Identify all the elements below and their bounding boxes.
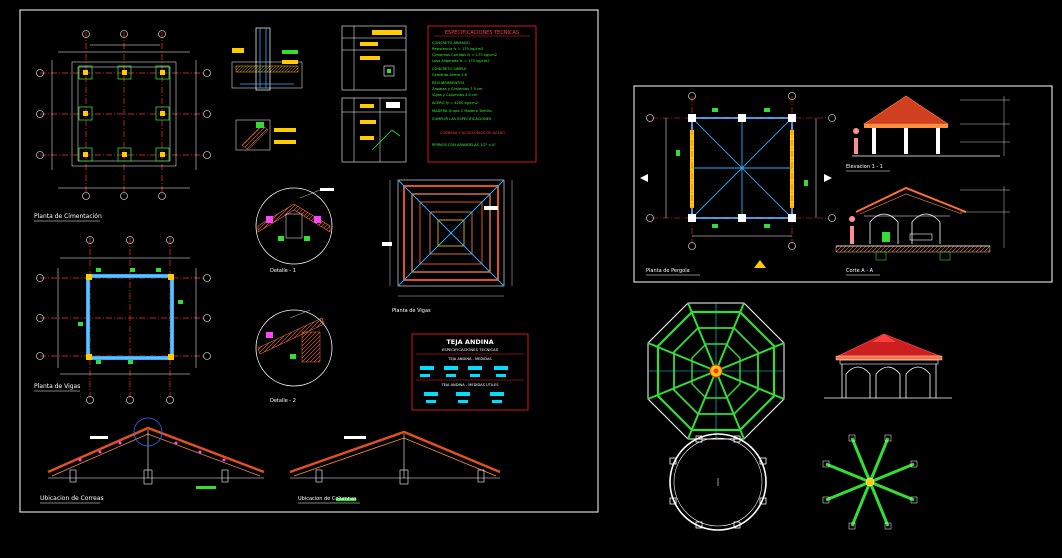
spec-line-2: Cimientos Corridos fc = 175 kg/cm2 xyxy=(432,53,497,57)
foundation-plan: Planta de Cimentación xyxy=(34,30,211,222)
beam-plan: Planta de Vigas xyxy=(34,236,211,404)
specs-box: ESPECIFICACIONES TECNICAS CONCRETO ARMAD… xyxy=(427,25,537,163)
spec-line-10: MADERA Grupo C Madera Tornillo xyxy=(432,109,492,113)
detail-1: Detalle - 1 xyxy=(255,187,334,274)
roof-elevation-right: Ubicacion de Columnas xyxy=(289,430,501,504)
circular-column-plan xyxy=(669,433,767,531)
spec-line-0: CONCRETO ARMADO xyxy=(432,41,470,45)
spec-line-12: CORREAS Y ACCESORIOS DE ACERO xyxy=(440,131,505,135)
kiosk-elevation xyxy=(824,333,952,399)
label-detalle-2: Detalle - 2 xyxy=(270,398,296,404)
pergola-plan: Planta de Pergola xyxy=(640,92,836,276)
radial-beam-plan xyxy=(822,434,918,530)
elevation-1-1: Elevacion 1 - 1 xyxy=(846,95,1010,172)
rebar-table-bottom xyxy=(341,97,407,163)
label-ubicacion-columnas: Ubicacion de Columnas xyxy=(298,496,357,502)
spec-line-4: CONCRETO SIMPLE xyxy=(432,67,467,71)
teja-andina-box: TEJA ANDINA ESPECIFICACIONES TECNICAS TE… xyxy=(411,333,529,411)
label-corte: Corte A - A xyxy=(846,268,874,274)
label-planta-vigas: Planta de Vigas xyxy=(34,383,80,390)
spec-line-11: CUMPLIR LAS ESPECIFICACIONES xyxy=(432,117,492,121)
label-plano-vigas: Planta de Vigas xyxy=(392,308,431,314)
teja-subtitle: ESPECIFICACIONES TECNICAS xyxy=(442,347,499,352)
spec-line-3: Losa Aligerada fc = 175 kg/cm2 xyxy=(432,59,489,63)
label-detalle-1: Detalle - 1 xyxy=(270,268,296,274)
sheet-2-frame xyxy=(633,85,1053,283)
label-planta-pergola: Planta de Pergola xyxy=(646,268,690,274)
roof-elevation-left: Ubicacion de Correas xyxy=(40,417,265,504)
spec-line-7: Zapatas y Cimientos 7.5 cm xyxy=(432,87,483,91)
label-elevacion: Elevacion 1 - 1 xyxy=(846,164,883,170)
spec-line-9: ACERO fy = 4200 kg/cm2 xyxy=(432,101,478,105)
label-ubicacion-correas: Ubicacion de Correas xyxy=(40,495,104,502)
detail-2: Detalle - 2 xyxy=(255,309,333,404)
spec-line-1: Resistencia fc = 175 kg/cm2 xyxy=(432,47,483,51)
teja-row2: TEJA ANDINA - MEDIDAS UTILES xyxy=(441,383,500,387)
spec-line-6: RECUBRIMIENTOS xyxy=(432,81,465,85)
teja-row1: TEJA ANDINA - MEDIDAS xyxy=(447,357,492,361)
spec-line-13: PERNOS CON ARANDELAS 1/2" x 4" xyxy=(432,143,496,147)
octagonal-roof-plan xyxy=(647,302,785,440)
footing-detail xyxy=(231,27,303,151)
spec-line-8: Vigas y Columnas 4.0 cm xyxy=(432,93,478,97)
rebar-table-top xyxy=(341,25,407,91)
teja-title: TEJA ANDINA xyxy=(446,338,493,346)
spec-line-5: Cemento Arena 1:8 xyxy=(432,73,468,77)
roof-beam-plan: Planta de Vigas xyxy=(382,179,513,314)
sheet-1-frame xyxy=(19,9,599,513)
specs-title: ESPECIFICACIONES TECNICAS xyxy=(445,30,519,36)
label-planta-cimentacion: Planta de Cimentación xyxy=(34,213,102,220)
section-a-a: Corte A - A xyxy=(835,186,1010,276)
